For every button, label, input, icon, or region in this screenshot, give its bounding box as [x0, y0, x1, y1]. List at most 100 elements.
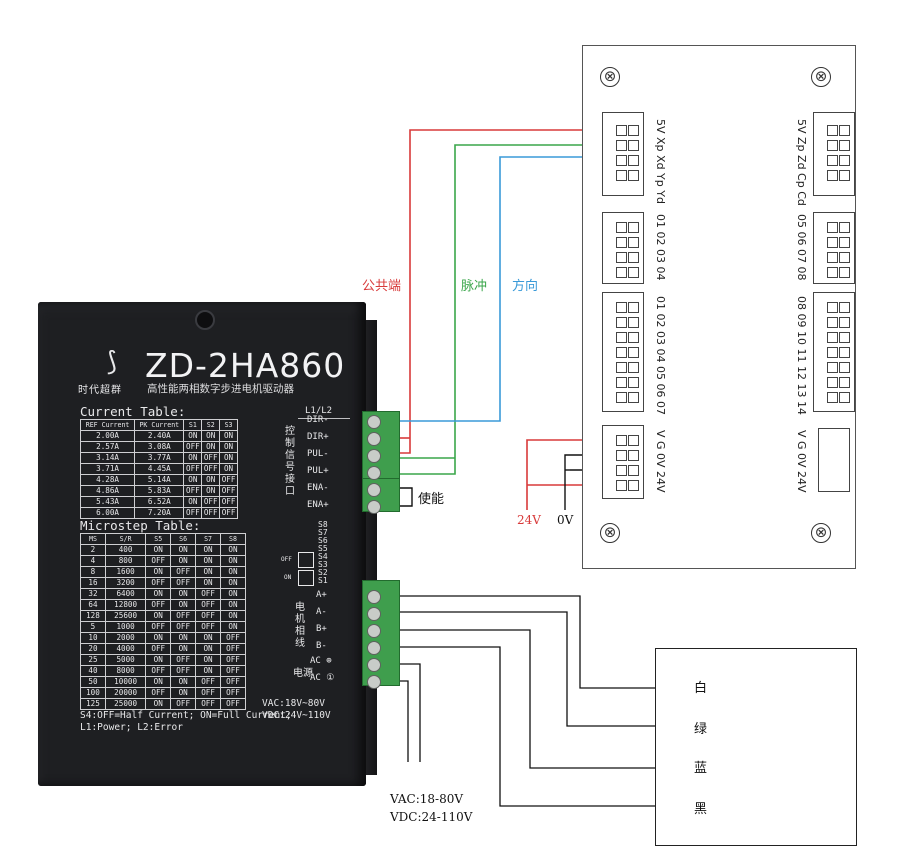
board-screw-tl-icon: ⊗: [600, 67, 620, 87]
table-cell: ON: [220, 544, 246, 556]
dip-switch-label: S5: [318, 544, 328, 553]
table-cell: 3.08A: [134, 441, 185, 453]
connector-pin: [616, 317, 627, 328]
motor-terminal-label: A+: [316, 590, 327, 600]
table-header-cell: S8: [220, 533, 246, 545]
connector-pin: [616, 377, 627, 388]
table-cell: 2000: [104, 632, 147, 644]
vertical-label-char: 制: [285, 438, 295, 449]
table-cell: OFF: [195, 698, 222, 710]
connector-pin: [628, 140, 639, 151]
wire-black-label: 黑: [694, 802, 708, 817]
driver-vdc: VDC:24V~110V: [262, 710, 331, 721]
connector-pin: [827, 332, 838, 343]
table-cell: 1000: [104, 621, 147, 633]
signal-terminal-pul-minusplus: PUL+: [307, 466, 329, 476]
table-cell: 20: [80, 643, 106, 655]
board-label-l4: V G 0V 24V: [654, 430, 667, 493]
led-divider: [298, 418, 350, 419]
vac-range: VAC:18-80V: [390, 792, 464, 806]
table-cell: ON: [220, 599, 246, 611]
table-cell: ON: [145, 632, 172, 644]
current-table-title: Current Table:: [80, 404, 186, 419]
table-cell: 40: [80, 665, 106, 677]
terminal-screw-icon: [367, 415, 381, 429]
connector-pin: [839, 155, 850, 166]
dip-switch-label: S2: [318, 568, 328, 577]
table-cell: ON: [201, 485, 221, 497]
ac-terminal-label: AC ①: [310, 673, 335, 683]
table-cell: OFF: [170, 577, 197, 589]
vertical-label-char: 接: [285, 474, 295, 485]
table-cell: 25600: [104, 610, 147, 622]
connector-pin: [827, 237, 838, 248]
vertical-label-char: 口: [285, 486, 295, 497]
connector-pin: [827, 347, 838, 358]
terminal-screw-icon: [367, 624, 381, 638]
table-cell: ON: [195, 555, 222, 567]
table-cell: OFF: [183, 463, 203, 475]
common-label: 公共端: [362, 279, 402, 294]
table-cell: OFF: [183, 441, 203, 453]
b-minus-wire: [398, 646, 685, 807]
connector-pin: [628, 392, 639, 403]
microstep-table-title: Microstep Table:: [80, 518, 201, 533]
table-cell: OFF: [201, 452, 221, 464]
table-cell: 10: [80, 632, 106, 644]
connector-pin: [616, 332, 627, 343]
table-cell: ON: [219, 430, 238, 442]
table-cell: OFF: [145, 687, 172, 699]
connector-pin: [616, 392, 627, 403]
connector-pin: [628, 435, 639, 446]
board-label-r2: 05 06 07 08: [795, 214, 808, 281]
led-label: L1/L2: [305, 406, 333, 416]
table-cell: 25000: [104, 698, 147, 710]
note-line-1: S4:OFF=Half Current; ON=Full Current;: [80, 710, 292, 721]
connector-pin: [628, 362, 639, 373]
table-cell: ON: [145, 654, 172, 666]
connector-pin: [616, 347, 627, 358]
table-cell: 1600: [104, 566, 147, 578]
table-cell: ON: [220, 566, 246, 578]
enable-bracket: [398, 487, 413, 507]
table-cell: OFF: [195, 687, 222, 699]
table-cell: OFF: [220, 665, 246, 677]
table-cell: 5.43A: [79, 496, 136, 508]
table-cell: 16: [80, 577, 106, 589]
table-cell: ON: [195, 632, 222, 644]
table-cell: 4.28A: [79, 474, 136, 486]
table-cell: 10000: [104, 676, 147, 688]
v0-label: 0V: [557, 513, 574, 527]
connector-pin: [628, 125, 639, 136]
table-cell: OFF: [219, 474, 238, 486]
connector-pin: [616, 267, 627, 278]
table-cell: ON: [220, 577, 246, 589]
driver-vac: VAC:18V~80V: [262, 698, 325, 709]
connector-pin: [839, 392, 850, 403]
table-cell: ON: [170, 555, 197, 567]
table-cell: 8000: [104, 665, 147, 677]
connector-pin: [827, 302, 838, 313]
dip-switch-label: S6: [318, 536, 328, 545]
board-screw-bl-icon: ⊗: [600, 523, 620, 543]
signal-terminal-ena-minus: ENA-: [307, 483, 329, 493]
driver-voltage-spec: VAC:18V~80V VDC:24V~110V: [262, 698, 331, 722]
switch-off-label: OFF: [281, 556, 292, 563]
connector-pin: [827, 392, 838, 403]
table-cell: OFF: [219, 507, 238, 519]
table-cell: OFF: [183, 485, 203, 497]
table-cell: ON: [145, 588, 172, 600]
connector-pin: [616, 465, 627, 476]
table-cell: 2.57A: [79, 441, 136, 453]
table-cell: OFF: [183, 507, 203, 519]
table-cell: OFF: [145, 577, 172, 589]
table-cell: ON: [145, 610, 172, 622]
table-cell: ON: [170, 544, 197, 556]
connector-pin: [628, 237, 639, 248]
table-cell: 50: [80, 676, 106, 688]
table-cell: ON: [145, 698, 172, 710]
